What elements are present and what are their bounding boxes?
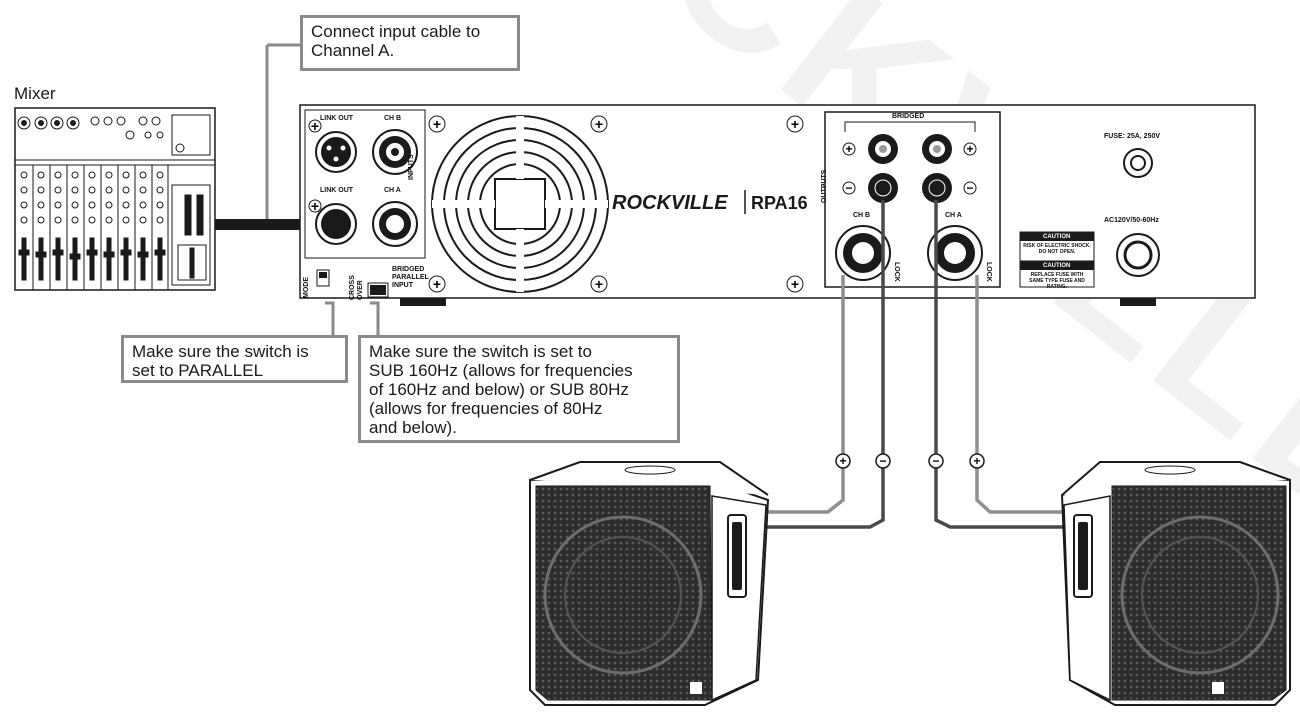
svg-text:+: +: [791, 276, 799, 292]
callout-mode-switch: Make sure the switch is set to PARALLEL: [121, 335, 348, 383]
svg-text:+: +: [791, 116, 799, 132]
model-name: RPA16: [751, 193, 808, 213]
caution-labels: [1019, 231, 1095, 288]
polarity-negative-a: −: [932, 454, 939, 468]
label-link-out-top: LINK OUT: [320, 115, 354, 122]
caution-text-2: REPLACE FUSE WITH SAME TYPE FUSE AND RAT…: [1029, 272, 1085, 290]
label-ch-a-input: CH A: [384, 187, 401, 194]
caution-title-2: CAUTION: [1043, 263, 1071, 269]
svg-text:−: −: [966, 181, 973, 195]
svg-text:+: +: [595, 276, 603, 292]
callout-input-cable-text: Connect input cable to Channel A.: [311, 22, 481, 60]
label-power: AC120V/50-60Hz: [1104, 217, 1159, 224]
mode-switch: [316, 269, 330, 287]
callout-crossover-switch: Make sure the switch is set to SUB 160Hz…: [358, 335, 680, 443]
polarity-positive-a: +: [973, 454, 980, 468]
amplifier-rear-panel: + + + + + + + + ROCKVILLE RPA16: [299, 104, 1256, 306]
power-inlet: [1116, 233, 1160, 277]
svg-text:+: +: [311, 118, 319, 134]
binding-posts: [868, 134, 952, 203]
polarity-markers-panel: + − + −: [842, 142, 977, 195]
label-lock-a: LOCK: [985, 262, 992, 282]
label-ch-b-output: CH B: [853, 212, 871, 219]
speakon-ch-a: [927, 225, 983, 281]
fuse-holder: [1123, 148, 1153, 178]
label-mode: MODE: [303, 277, 310, 298]
polarity-markers: + − − +: [835, 453, 985, 469]
xlr-link-out-b: [315, 131, 357, 173]
mixer: [14, 107, 216, 291]
crossover-switch: [367, 282, 389, 298]
brand-logo: ROCKVILLE: [612, 192, 728, 214]
svg-text:+: +: [595, 116, 603, 132]
mixer-input-jacks: [17, 114, 211, 156]
label-fuse: FUSE: 25A, 250V: [1104, 133, 1161, 140]
label-crossover: CROSS OVER: [349, 275, 364, 300]
svg-text:+: +: [433, 116, 441, 132]
svg-text:+: +: [311, 198, 319, 214]
caution-title-1: CAUTION: [1043, 234, 1071, 240]
label-bridged-parallel-input: BRIDGED PARALLEL INPUT: [392, 266, 429, 289]
svg-text:−: −: [845, 181, 852, 195]
polarity-positive-b: +: [839, 454, 846, 468]
callout-crossover-switch-text: Make sure the switch is set to SUB 160Hz…: [369, 342, 633, 437]
fan-grille: [431, 115, 609, 293]
label-inputs: INPUTS: [408, 154, 415, 180]
label-ch-a-output: CH A: [945, 212, 962, 219]
svg-text:+: +: [845, 142, 852, 156]
callout-pointers: [325, 301, 380, 338]
polarity-negative-b: −: [879, 454, 886, 468]
mixer-label: Mixer: [14, 84, 56, 103]
label-outputs: OUTPUTS: [821, 169, 828, 203]
combo-jack-ch-b: [372, 129, 418, 175]
svg-text:+: +: [433, 276, 441, 292]
callout-mode-switch-text: Make sure the switch is set to PARALLEL: [132, 342, 309, 380]
xlr-link-out-a: [315, 203, 357, 245]
label-bridged: BRIDGED: [890, 113, 927, 121]
svg-text:+: +: [966, 142, 973, 156]
label-ch-b-input: CH B: [384, 115, 402, 122]
caution-text-1: RISK OF ELECTRIC SHOCK. DO NOT OPEN.: [1023, 243, 1091, 255]
panel-screws: + + + + + + + +: [308, 115, 804, 293]
speakon-ch-b: [835, 225, 891, 281]
combo-jack-ch-a: [372, 201, 418, 247]
mixer-channel-strips: [18, 165, 211, 290]
subwoofer-left: [529, 461, 770, 706]
callout-input-cable: Connect input cable to Channel A.: [300, 15, 520, 71]
label-lock-b: LOCK: [893, 262, 900, 282]
speaker-wires: [760, 200, 1065, 529]
subwoofer-right: [1060, 461, 1291, 706]
label-link-out-bottom: LINK OUT: [320, 187, 354, 194]
